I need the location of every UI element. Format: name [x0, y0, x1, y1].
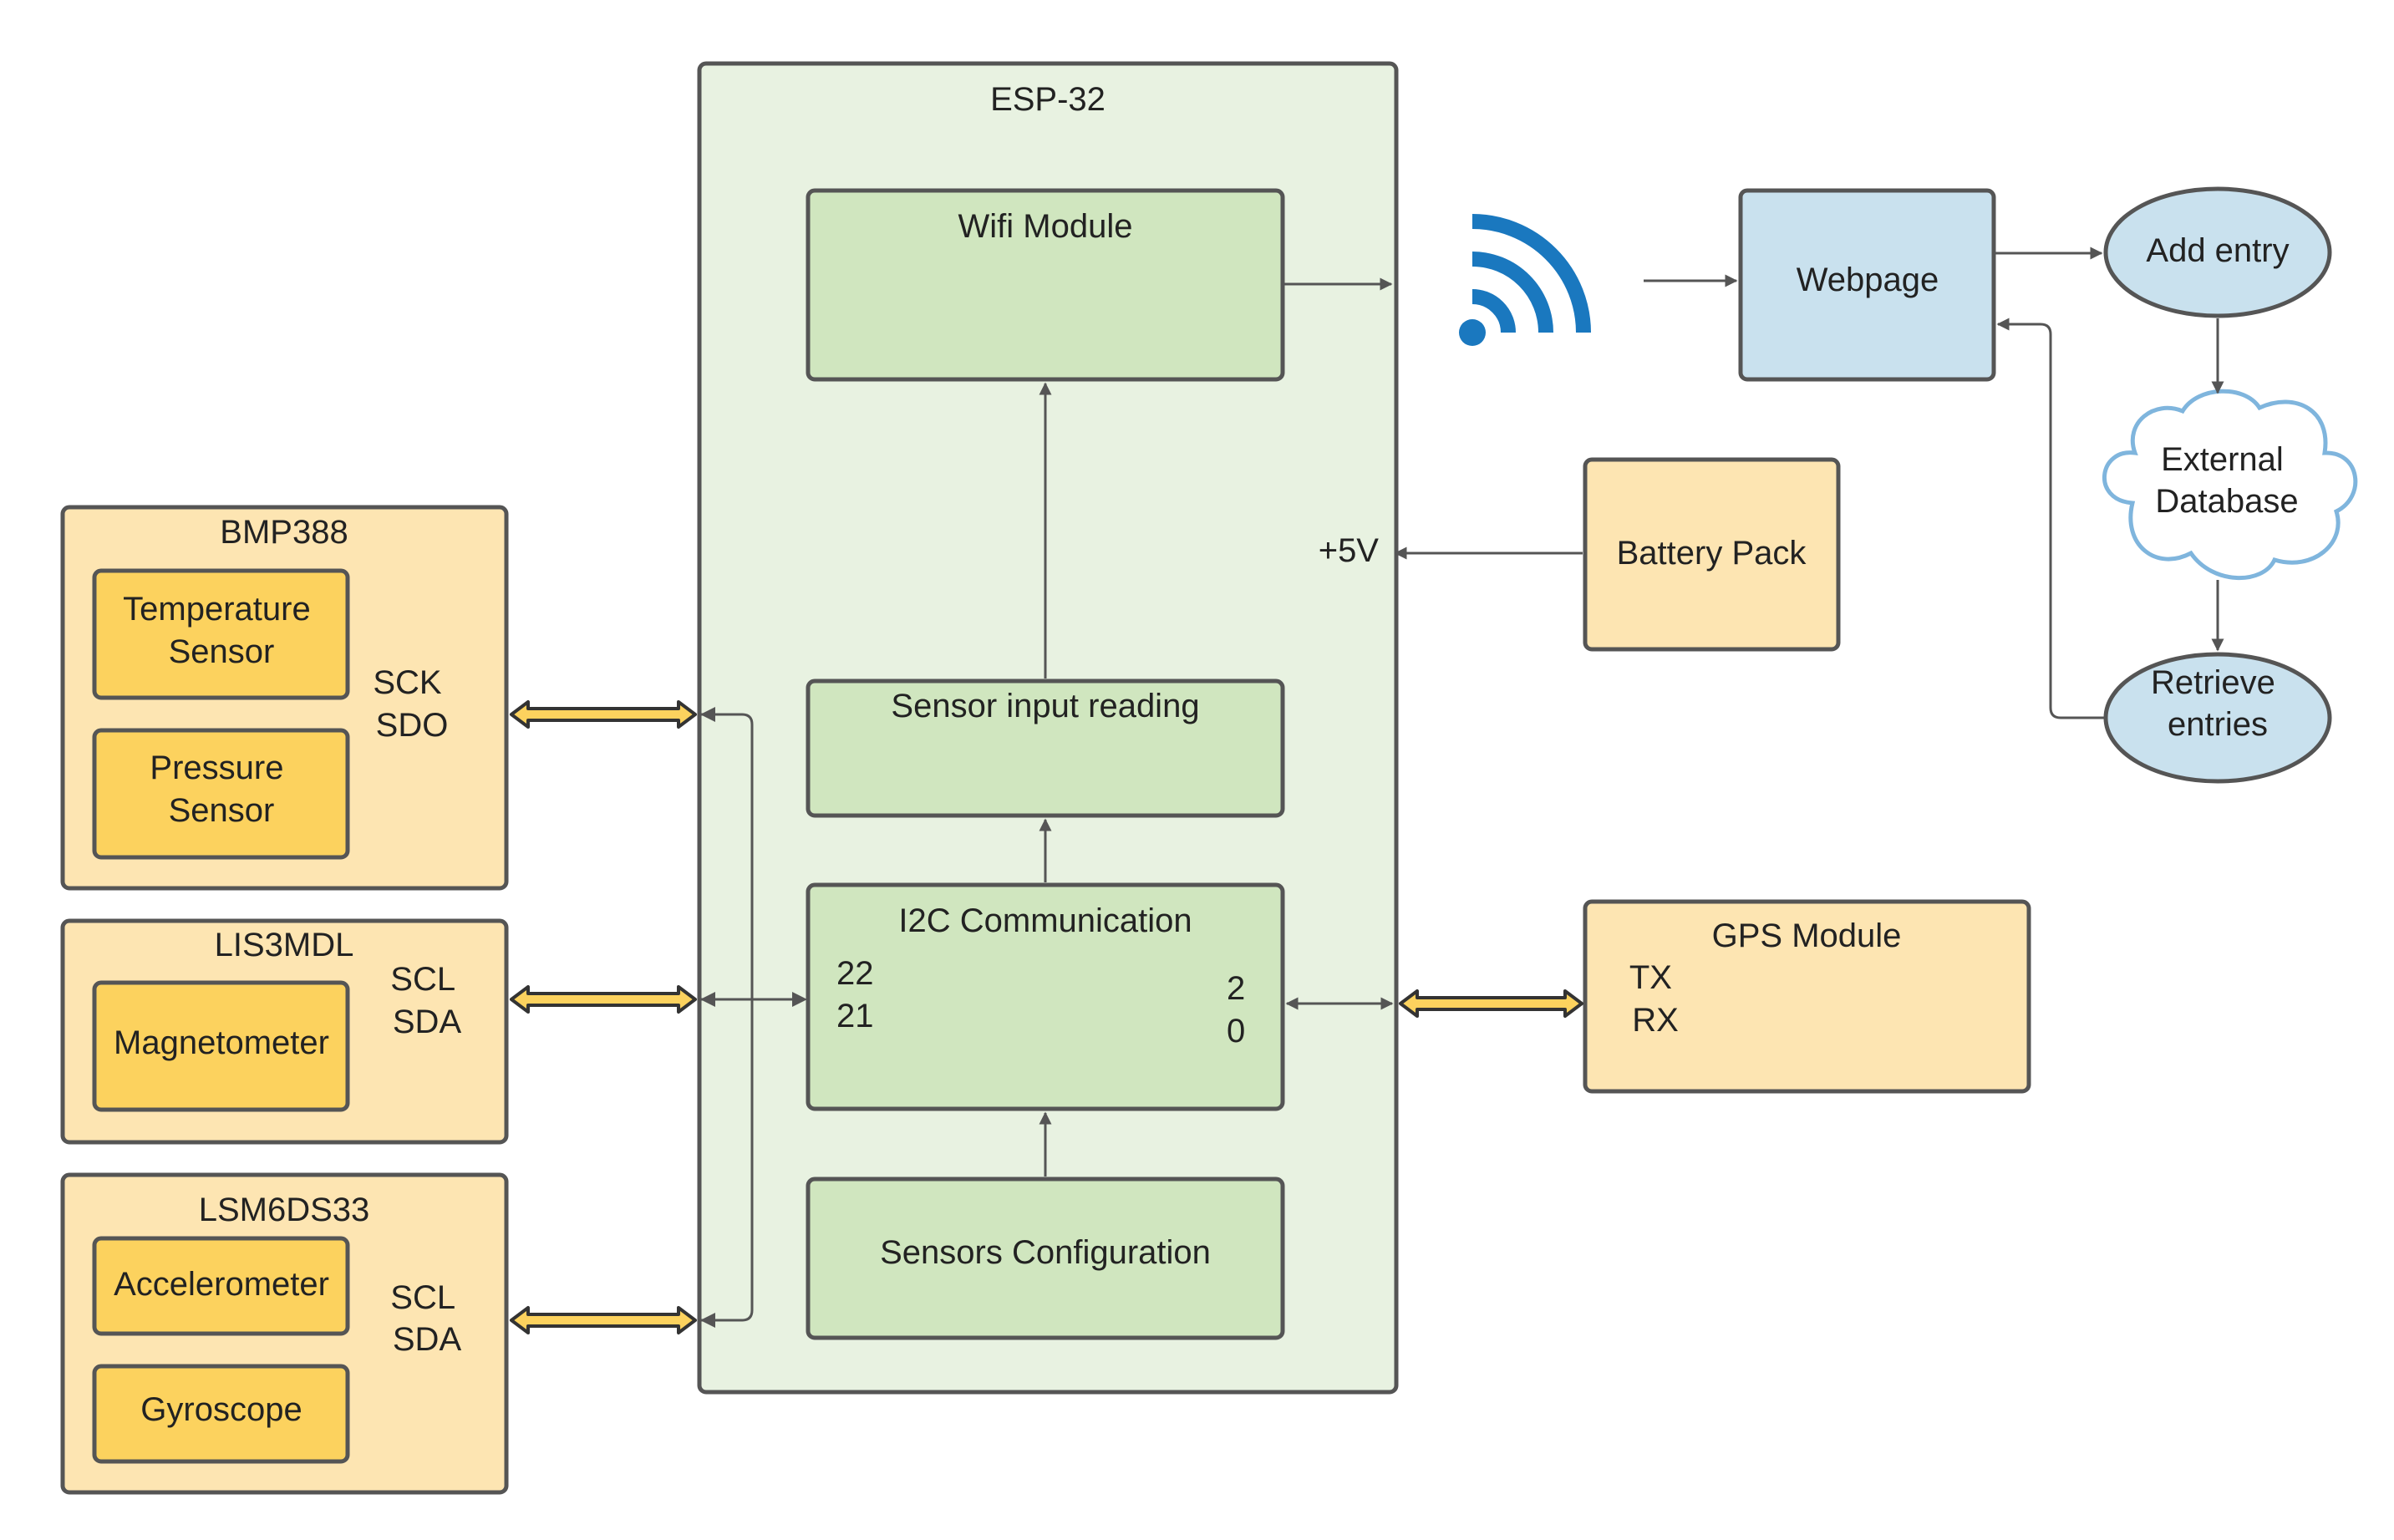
lsm6ds33-pins: SCL SDA [390, 1279, 463, 1358]
power-input-label: +5V [1319, 532, 1380, 569]
gps-block: GPS Module TX RX [1583, 899, 2031, 1094]
add-entry-label: Add entry [2146, 232, 2289, 269]
sensors-config-label: Sensors Configuration [880, 1234, 1211, 1271]
i2c-pin-left-2: 21 [836, 998, 874, 1034]
bmp388-pins: SCK SDO [373, 664, 450, 744]
battery-pack-box [1583, 457, 1841, 652]
bus-arrowhead-lsm6ds33 [700, 1313, 715, 1328]
retrieve-entries-label: Retrieve entries [2151, 664, 2285, 743]
i2c-pin-left-1: 22 [836, 955, 874, 992]
sensor-input-label: Sensor input reading [891, 688, 1199, 724]
pressure-sensor-label: Pressure Sensor [150, 750, 292, 829]
gyroscope-label: Gyroscope [140, 1391, 302, 1428]
gps-module-title: GPS Module [1712, 917, 1902, 954]
add-entry-ellipse [2103, 186, 2332, 318]
accelerometer-box [92, 1236, 350, 1336]
webpage-box [1738, 188, 1996, 382]
gyroscope-box [92, 1364, 350, 1464]
sensors-config-box [806, 1177, 1285, 1340]
lis3mdl-pins: SCL SDA [390, 961, 463, 1040]
lsm6ds33-title: LSM6DS33 [199, 1192, 370, 1228]
wifi-icon [1459, 214, 1591, 346]
lsm6ds33-block: LSM6DS33 Accelerometer Gyroscope SCL SDA [60, 1172, 509, 1495]
retrieve-to-webpage-arrow [1996, 318, 2105, 719]
esp32-block: ESP-32 +5V Wifi Module Sensor input read… [697, 61, 1399, 1395]
esp32-title: ESP-32 [990, 81, 1106, 118]
lis3mdl-block: LIS3MDL Magnetometer SCL SDA [60, 918, 509, 1145]
bus-arrowhead-i2c [792, 992, 807, 1007]
battery-pack-label: Battery Pack [1617, 535, 1807, 572]
bmp388-title: BMP388 [220, 514, 348, 551]
i2c-box [806, 882, 1285, 1111]
pressure-sensor-box [92, 728, 350, 860]
temperature-sensor-label: Temperature Sensor [123, 591, 320, 670]
retrieve-entries-ellipse [2103, 652, 2332, 784]
lsm6ds33-bus [510, 1306, 697, 1334]
wifi-module-label: Wifi Module [958, 208, 1133, 245]
sensor-input-box [806, 679, 1285, 818]
bmp388-block: BMP388 Temperature Sensor Pressure Senso… [60, 505, 509, 891]
magnetometer-label: Magnetometer [114, 1024, 329, 1061]
bus-arrowhead-bmp388 [700, 707, 715, 722]
i2c-label: I2C Communication [898, 902, 1192, 939]
webpage-label: Webpage [1797, 262, 1939, 298]
gps-pins: TX RX [1629, 959, 1681, 1039]
magnetometer-box [92, 980, 350, 1112]
lis3mdl-title: LIS3MDL [215, 927, 354, 963]
wifi-module-box [806, 188, 1285, 382]
bus-arrowhead-lis3mdl [700, 992, 715, 1007]
i2c-pin-right-2: 0 [1227, 1013, 1245, 1050]
database-label: External Database [2155, 441, 2298, 520]
gps-module-box [1583, 899, 2031, 1094]
bmp388-bus [510, 700, 697, 729]
i2c-bus-arrowheads [700, 707, 807, 1328]
lis3mdl-bus [510, 985, 697, 1014]
accelerometer-label: Accelerometer [114, 1266, 329, 1303]
gps-bus [1399, 989, 1583, 1018]
temperature-sensor-box [92, 568, 350, 700]
bus-connectors [510, 700, 1583, 1334]
i2c-pin-right-1: 2 [1227, 970, 1245, 1007]
battery-block: Battery Pack [1583, 457, 1841, 652]
web-block: Webpage Add entry External Database Retr… [1738, 186, 2358, 784]
